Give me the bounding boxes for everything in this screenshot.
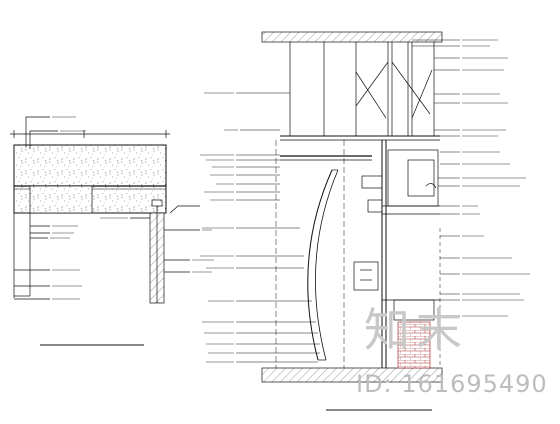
watermark-id: ID: 161695490	[356, 370, 548, 398]
left-section-view	[10, 116, 214, 346]
right-section-view	[200, 31, 530, 411]
watermark-logo: 知末	[364, 303, 468, 357]
